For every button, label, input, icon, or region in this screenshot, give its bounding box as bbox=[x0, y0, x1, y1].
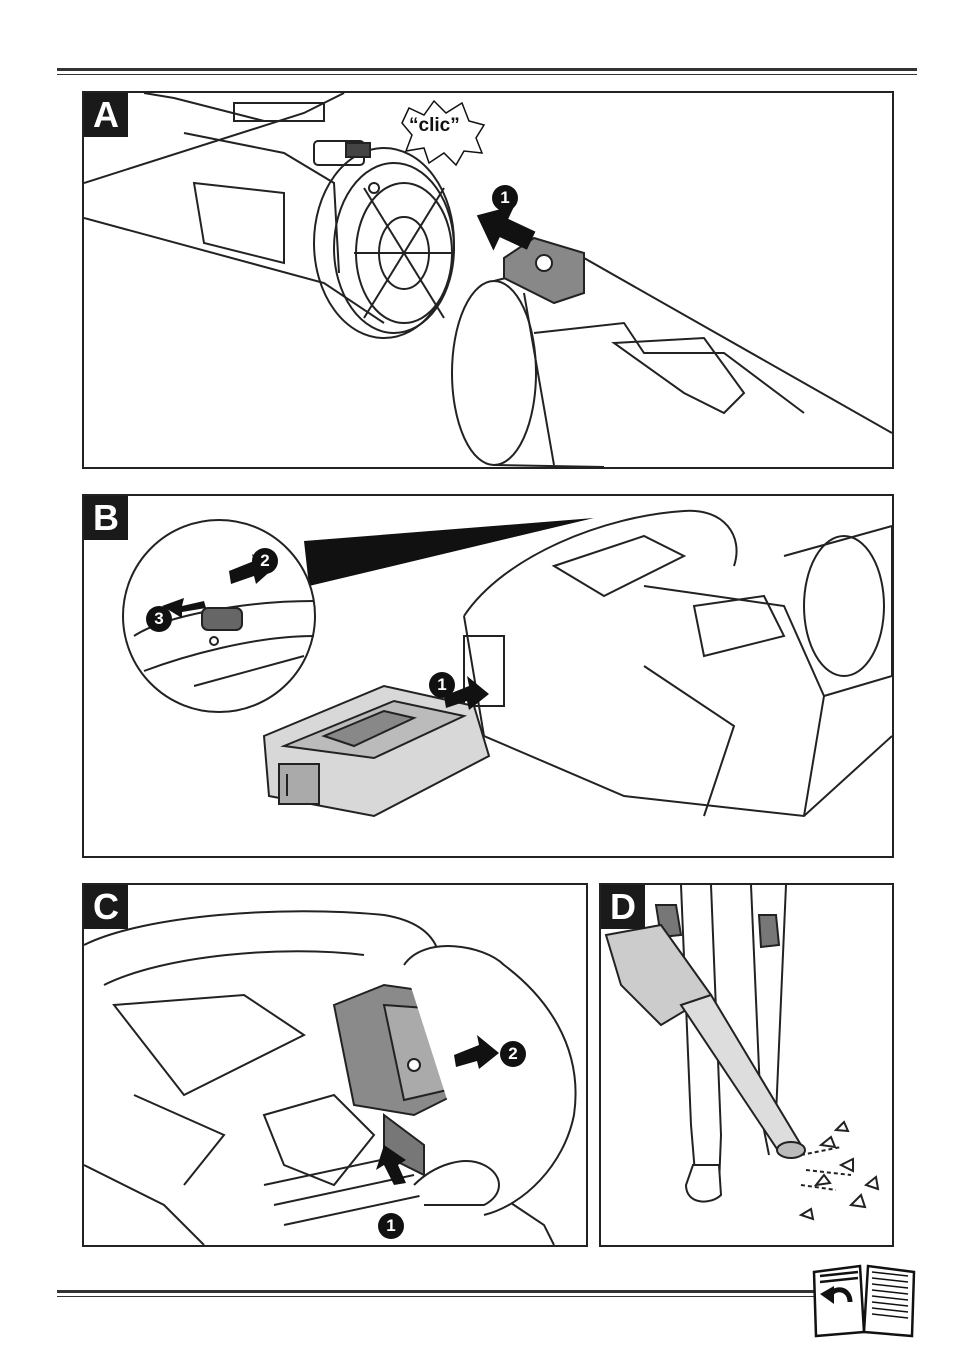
step-badge-b-1: 1 bbox=[429, 672, 455, 698]
nozzle-attachment-illustration bbox=[84, 93, 892, 467]
step-badge-b-2: 2 bbox=[252, 548, 278, 574]
step-badge-b-3: 3 bbox=[146, 606, 172, 632]
panel-letter-c: C bbox=[84, 885, 128, 929]
footer-rule bbox=[57, 1290, 815, 1293]
click-sound-label: “clic” bbox=[409, 115, 460, 137]
return-book-icon[interactable] bbox=[810, 1262, 918, 1338]
leaf-blowing-usage-illustration bbox=[601, 885, 892, 1245]
panel-letter-a: A bbox=[84, 93, 128, 137]
panel-letter-d: D bbox=[601, 885, 645, 929]
figure-b: B bbox=[82, 494, 894, 858]
step-badge-c-1: 1 bbox=[378, 1213, 404, 1239]
header-rule bbox=[57, 68, 917, 71]
battery-insertion-illustration bbox=[84, 496, 892, 856]
figure-c: C 2 1 bbox=[82, 883, 588, 1247]
figure-d: D bbox=[599, 883, 894, 1247]
step-badge-c-2: 2 bbox=[500, 1041, 526, 1067]
step-badge-a-1: 1 bbox=[492, 185, 518, 211]
figure-a: A bbox=[82, 91, 894, 469]
panel-letter-b: B bbox=[84, 496, 128, 540]
